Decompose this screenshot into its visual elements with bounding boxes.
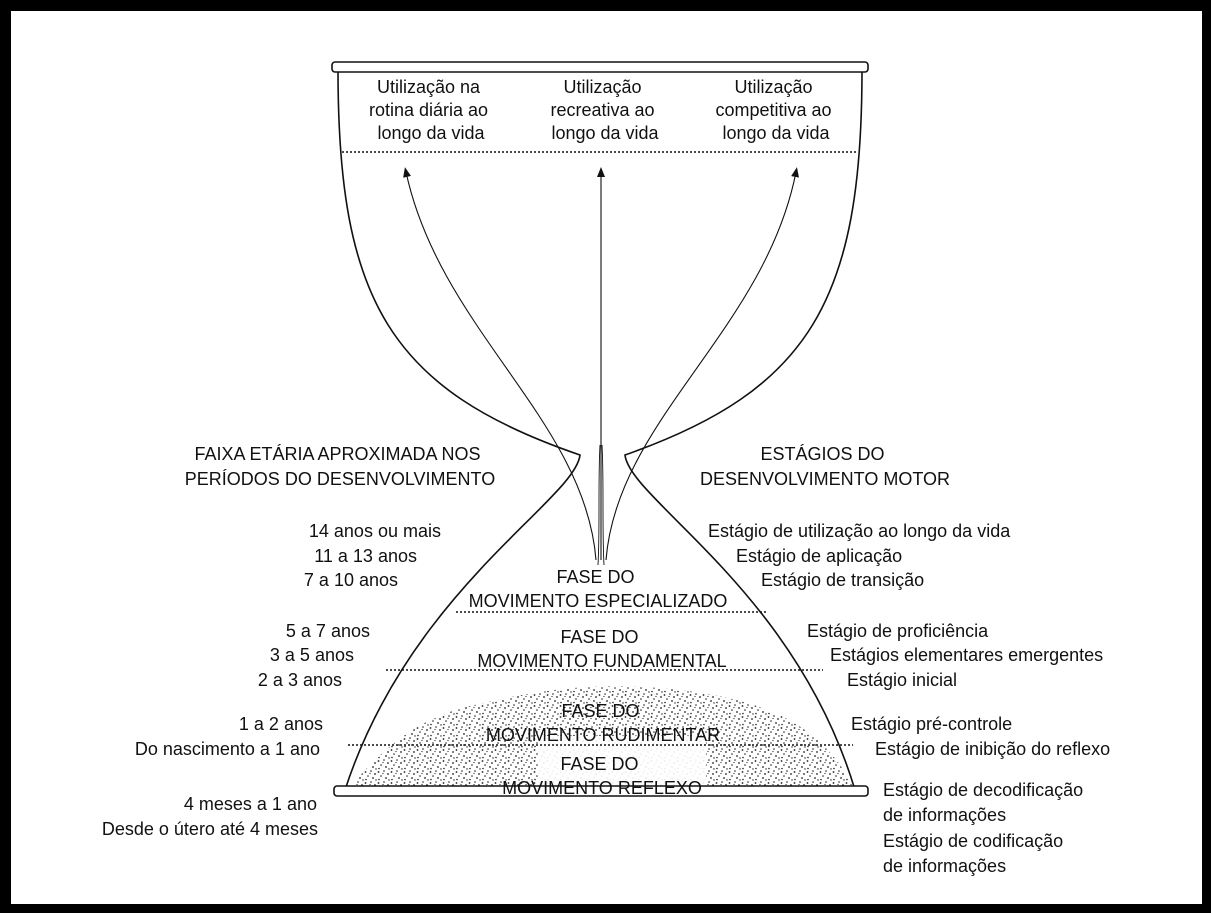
top-label-daily: Utilização na rotina diária ao longo da … xyxy=(369,77,493,143)
hourglass-top-cap xyxy=(331,61,869,73)
converging-line-a xyxy=(597,444,601,566)
top-label-competitive: Utilização competitiva ao longo da vida xyxy=(715,77,836,143)
right-column-header: ESTÁGIOS DO DESENVOLVIMENTO MOTOR xyxy=(700,444,950,489)
arrow-to-daily-use xyxy=(403,167,597,561)
stages-fundamental: Estágio de proficiência Estágios element… xyxy=(807,621,1108,690)
ages-rudimentary: 1 a 2 anos Do nascimento a 1 ano xyxy=(135,714,328,759)
ages-fundamental: 5 a 7 anos 3 a 5 anos 2 a 3 anos xyxy=(258,621,375,690)
phase-title-specialized: FASE DO MOVIMENTO ESPECIALIZADO xyxy=(469,567,728,611)
hourglass-bottom-cap xyxy=(333,785,869,797)
ages-specialized: 14 anos ou mais 11 a 13 anos 7 a 10 anos xyxy=(304,521,446,590)
phase-title-reflex: FASE DO MOVIMENTO REFLEXO xyxy=(502,754,702,798)
ages-reflex: 4 meses a 1 ano Desde o útero até 4 mese… xyxy=(102,794,322,839)
top-label-recreational: Utilização recreativa ao longo da vida xyxy=(550,77,659,143)
converging-line-b xyxy=(601,444,605,566)
stages-specialized: Estágio de utilização ao longo da vida E… xyxy=(708,521,1015,590)
hourglass-right-wall xyxy=(624,69,863,791)
left-column-header: FAIXA ETÁRIA APROXIMADA NOS PERÍODOS DO … xyxy=(185,444,495,489)
phase-title-rudimentary: FASE DO MOVIMENTO RUDIMENTAR xyxy=(486,701,720,745)
hourglass-left-wall xyxy=(337,69,581,791)
stages-rudimentary: Estágio pré-controle Estágio de inibição… xyxy=(851,714,1110,759)
stages-reflex: Estágio de decodificação de informações … xyxy=(883,780,1088,876)
arrow-to-competitive-use xyxy=(605,167,799,561)
phase-title-fundamental: FASE DO MOVIMENTO FUNDAMENTAL xyxy=(477,627,726,671)
